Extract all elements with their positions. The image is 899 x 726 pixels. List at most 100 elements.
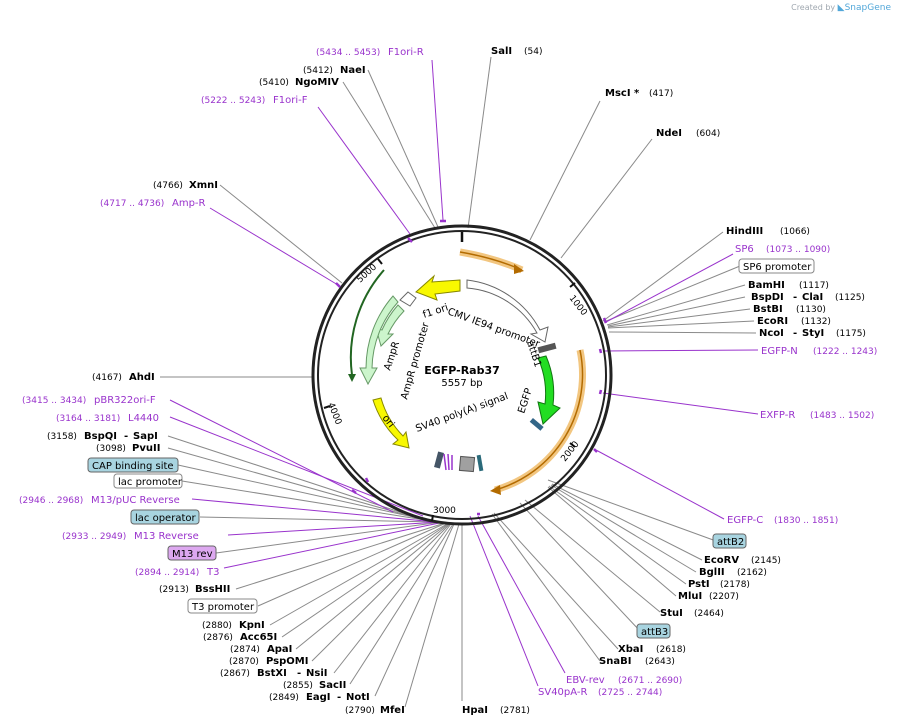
ampr-feature — [359, 295, 399, 386]
label-sp6-promoter: SP6 promoter — [743, 262, 812, 273]
snapgene-logo-icon: ◣ — [837, 3, 845, 13]
feature-connectors — [177, 265, 741, 632]
enzyme-stui: StuI — [660, 608, 683, 619]
tick-label-4000: 4000 — [325, 401, 343, 426]
enzyme-pspomi-pos: (2870) — [229, 657, 259, 667]
label-attb3: attB3 — [641, 627, 668, 638]
label-f1-ori: f1 ori — [422, 302, 450, 321]
snapgene-brand: Created by ◣SnapGene — [791, 3, 891, 13]
box-lac-operator — [130, 509, 200, 525]
label-ampr-promoter: AmpR promoter — [399, 321, 432, 401]
primer-l4440: L4440 — [128, 413, 159, 424]
box-attb2 — [712, 533, 747, 549]
orange-arc-1 — [459, 248, 524, 274]
enzyme-sacii: SacII — [319, 680, 346, 691]
label-cap-binding-site: CAP binding site — [92, 461, 174, 472]
plasmid-name: EGFP-Rab37 — [424, 364, 500, 377]
enzyme-snabi: SnaBI — [599, 656, 631, 667]
enzyme-pspomi: PspOMI — [266, 656, 308, 667]
enzyme-msci: MscI * — [605, 88, 640, 99]
enzyme-naei-pos: (5412) — [303, 66, 333, 76]
enzyme-ahdi: AhdI — [129, 372, 155, 383]
primer-ebv-rev-range: (2671 .. 2690) — [618, 676, 682, 686]
ampr-outer-arc — [349, 269, 385, 376]
enzyme-xmni: XmnI — [189, 180, 218, 191]
primer-t3-range: (2894 .. 2914) — [135, 568, 199, 578]
enzyme-ndei-pos: (604) — [696, 129, 720, 139]
primer-l4440-range: (3164 .. 3181) — [56, 414, 120, 424]
egfp-feature — [537, 355, 561, 425]
primer-m13puc-reverse: M13/pUC Reverse — [91, 495, 180, 506]
primer-exfp-r: EXFP-R — [760, 410, 795, 421]
primer-f1ori-r: F1ori-R — [388, 47, 424, 58]
enzyme-ncoi: NcoI — [759, 328, 784, 339]
enzyme-ecori-pos: (1132) — [801, 317, 831, 327]
enzyme-sali-pos: (54) — [524, 47, 542, 57]
label-ampr: AmpR — [382, 340, 402, 372]
enzyme-mlui: MluI — [678, 591, 702, 602]
enzyme-dash-2: - — [793, 328, 797, 339]
primer-sp6-range: (1073 .. 1090) — [766, 245, 830, 255]
enzyme-sacii-pos: (2855) — [283, 681, 313, 691]
enzyme-labels: SalI (54) MscI * (417) NdeI (604) HindII… — [47, 46, 866, 716]
primer-sv40pa-r-range: (2725 .. 2744) — [598, 688, 662, 698]
box-m13-rev — [167, 545, 217, 561]
primer-labels: (5434 .. 5453) F1ori-R (5222 .. 5243) F1… — [19, 47, 877, 698]
enzyme-acc65i-pos: (2876) — [203, 633, 233, 643]
ampr-outer-arrow — [348, 374, 356, 382]
enzyme-bglii: BglII — [699, 567, 725, 578]
enzyme-pvuii-pos: (3098) — [96, 444, 126, 454]
enzyme-naei: NaeI — [340, 65, 366, 76]
enzyme-ahdi-pos: (4167) — [92, 373, 122, 383]
enzyme-nsii: NsiI — [306, 668, 327, 679]
enzyme-bamhi: BamHI — [748, 280, 785, 291]
enzyme-styi: StyI — [802, 328, 824, 339]
enzyme-bspqi: BspQI — [84, 431, 117, 442]
box-lac-promoter — [113, 473, 183, 489]
tick-label-3000: 3000 — [433, 506, 456, 516]
enzyme-eagi: EagI — [306, 692, 330, 703]
primer-f1ori-r-range: (5434 .. 5453) — [316, 48, 380, 58]
enzyme-ngomiv-pos: (5410) — [259, 78, 289, 88]
enzyme-clai: ClaI — [802, 292, 823, 303]
enzyme-ecori: EcoRI — [757, 316, 788, 327]
enzyme-dash-4: - — [297, 668, 301, 679]
inner-primer-marks — [443, 453, 453, 471]
enzyme-bspqi-pos: (3158) — [47, 432, 77, 442]
primer-m13-reverse: M13 Reverse — [134, 531, 199, 542]
tick-label-1000: 1000 — [567, 294, 589, 318]
primer-egfp-n: EGFP-N — [761, 346, 798, 357]
primer-egfp-n-range: (1222 .. 1243) — [813, 347, 877, 357]
primer-m13puc-reverse-range: (2946 .. 2968) — [19, 496, 83, 506]
primer-m13-reverse-range: (2933 .. 2949) — [62, 532, 126, 542]
enzyme-bspdi: BspDI — [751, 292, 784, 303]
enzyme-hindiii: HindIII — [726, 226, 763, 237]
enzyme-dash-3: - — [337, 692, 341, 703]
enzyme-bstbi-pos: (1130) — [796, 305, 826, 315]
enzyme-psti-pos: (2178) — [720, 580, 750, 590]
label-m13-rev: M13 rev — [172, 549, 213, 560]
enzyme-ecorv: EcoRV — [704, 555, 739, 566]
enzyme-apai-pos: (2874) — [230, 645, 260, 655]
primer-pbr322ori-f-range: (3415 .. 3434) — [22, 396, 86, 406]
orange-arc-2-arrow — [490, 485, 501, 495]
primer-marks — [335, 219, 608, 516]
enzyme-apai: ApaI — [267, 644, 292, 655]
enzyme-sali: SalI — [491, 46, 512, 57]
boxed-feature-labels: SP6 promoter attB2 attB3 T3 promoter M13… — [87, 258, 815, 639]
primer-egfp-c: EGFP-C — [727, 515, 763, 526]
label-egfp: EGFP — [516, 387, 534, 415]
primer-exfp-r-range: (1483 .. 1502) — [810, 411, 874, 421]
primer-f1ori-f-range: (5222 .. 5243) — [201, 96, 265, 106]
enzyme-bstxi: BstXI — [257, 668, 287, 679]
enzyme-hpai: HpaI — [462, 705, 488, 716]
enzyme-clai-pos: (1125) — [835, 293, 865, 303]
box-sp6-promoter — [738, 258, 815, 274]
lac-feature-1 — [434, 451, 444, 469]
label-t3-promoter: T3 promoter — [191, 602, 255, 613]
label-lac-operator: lac operator — [135, 513, 196, 524]
box-cap-binding-site — [87, 457, 179, 473]
enzyme-msci-pos: (417) — [649, 89, 673, 99]
small-white-feature — [399, 291, 417, 307]
